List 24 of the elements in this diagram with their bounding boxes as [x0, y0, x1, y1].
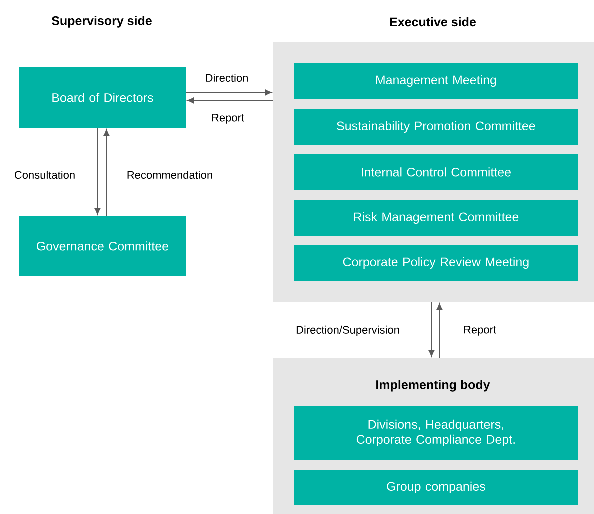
arrow	[428, 302, 435, 357]
process-box: Management Meeting	[294, 63, 578, 100]
edge-label: Report	[212, 114, 244, 124]
arrow	[436, 304, 443, 358]
arrow	[186, 90, 272, 96]
process-box: Group companies	[294, 470, 578, 506]
edge-label: Direction	[206, 74, 248, 82]
arrow	[104, 130, 110, 216]
edge-label: Recommendation	[128, 170, 212, 180]
side-heading: Supervisory side	[52, 16, 152, 28]
edge-label: Direction/Supervision	[296, 326, 400, 336]
process-box: Corporate Policy Review Meeting	[294, 245, 578, 282]
process-box: Divisions, Headquarters, Corporate Compliance Dept.	[294, 406, 578, 460]
process-box: Board of Directors	[19, 67, 186, 128]
panel-heading: Implementing body	[376, 380, 490, 392]
process-box: Risk Management Committee	[294, 200, 578, 236]
process-box: Governance Committee	[19, 216, 186, 276]
process-box: Sustainability Promotion Committee	[294, 109, 578, 146]
edge-label: Report	[464, 326, 496, 336]
edge-label: Consultation	[15, 170, 75, 180]
panel-heading: Executive side	[390, 17, 476, 27]
process-box: Internal Control Committee	[294, 154, 578, 190]
arrow	[188, 98, 274, 104]
arrow	[94, 128, 101, 215]
